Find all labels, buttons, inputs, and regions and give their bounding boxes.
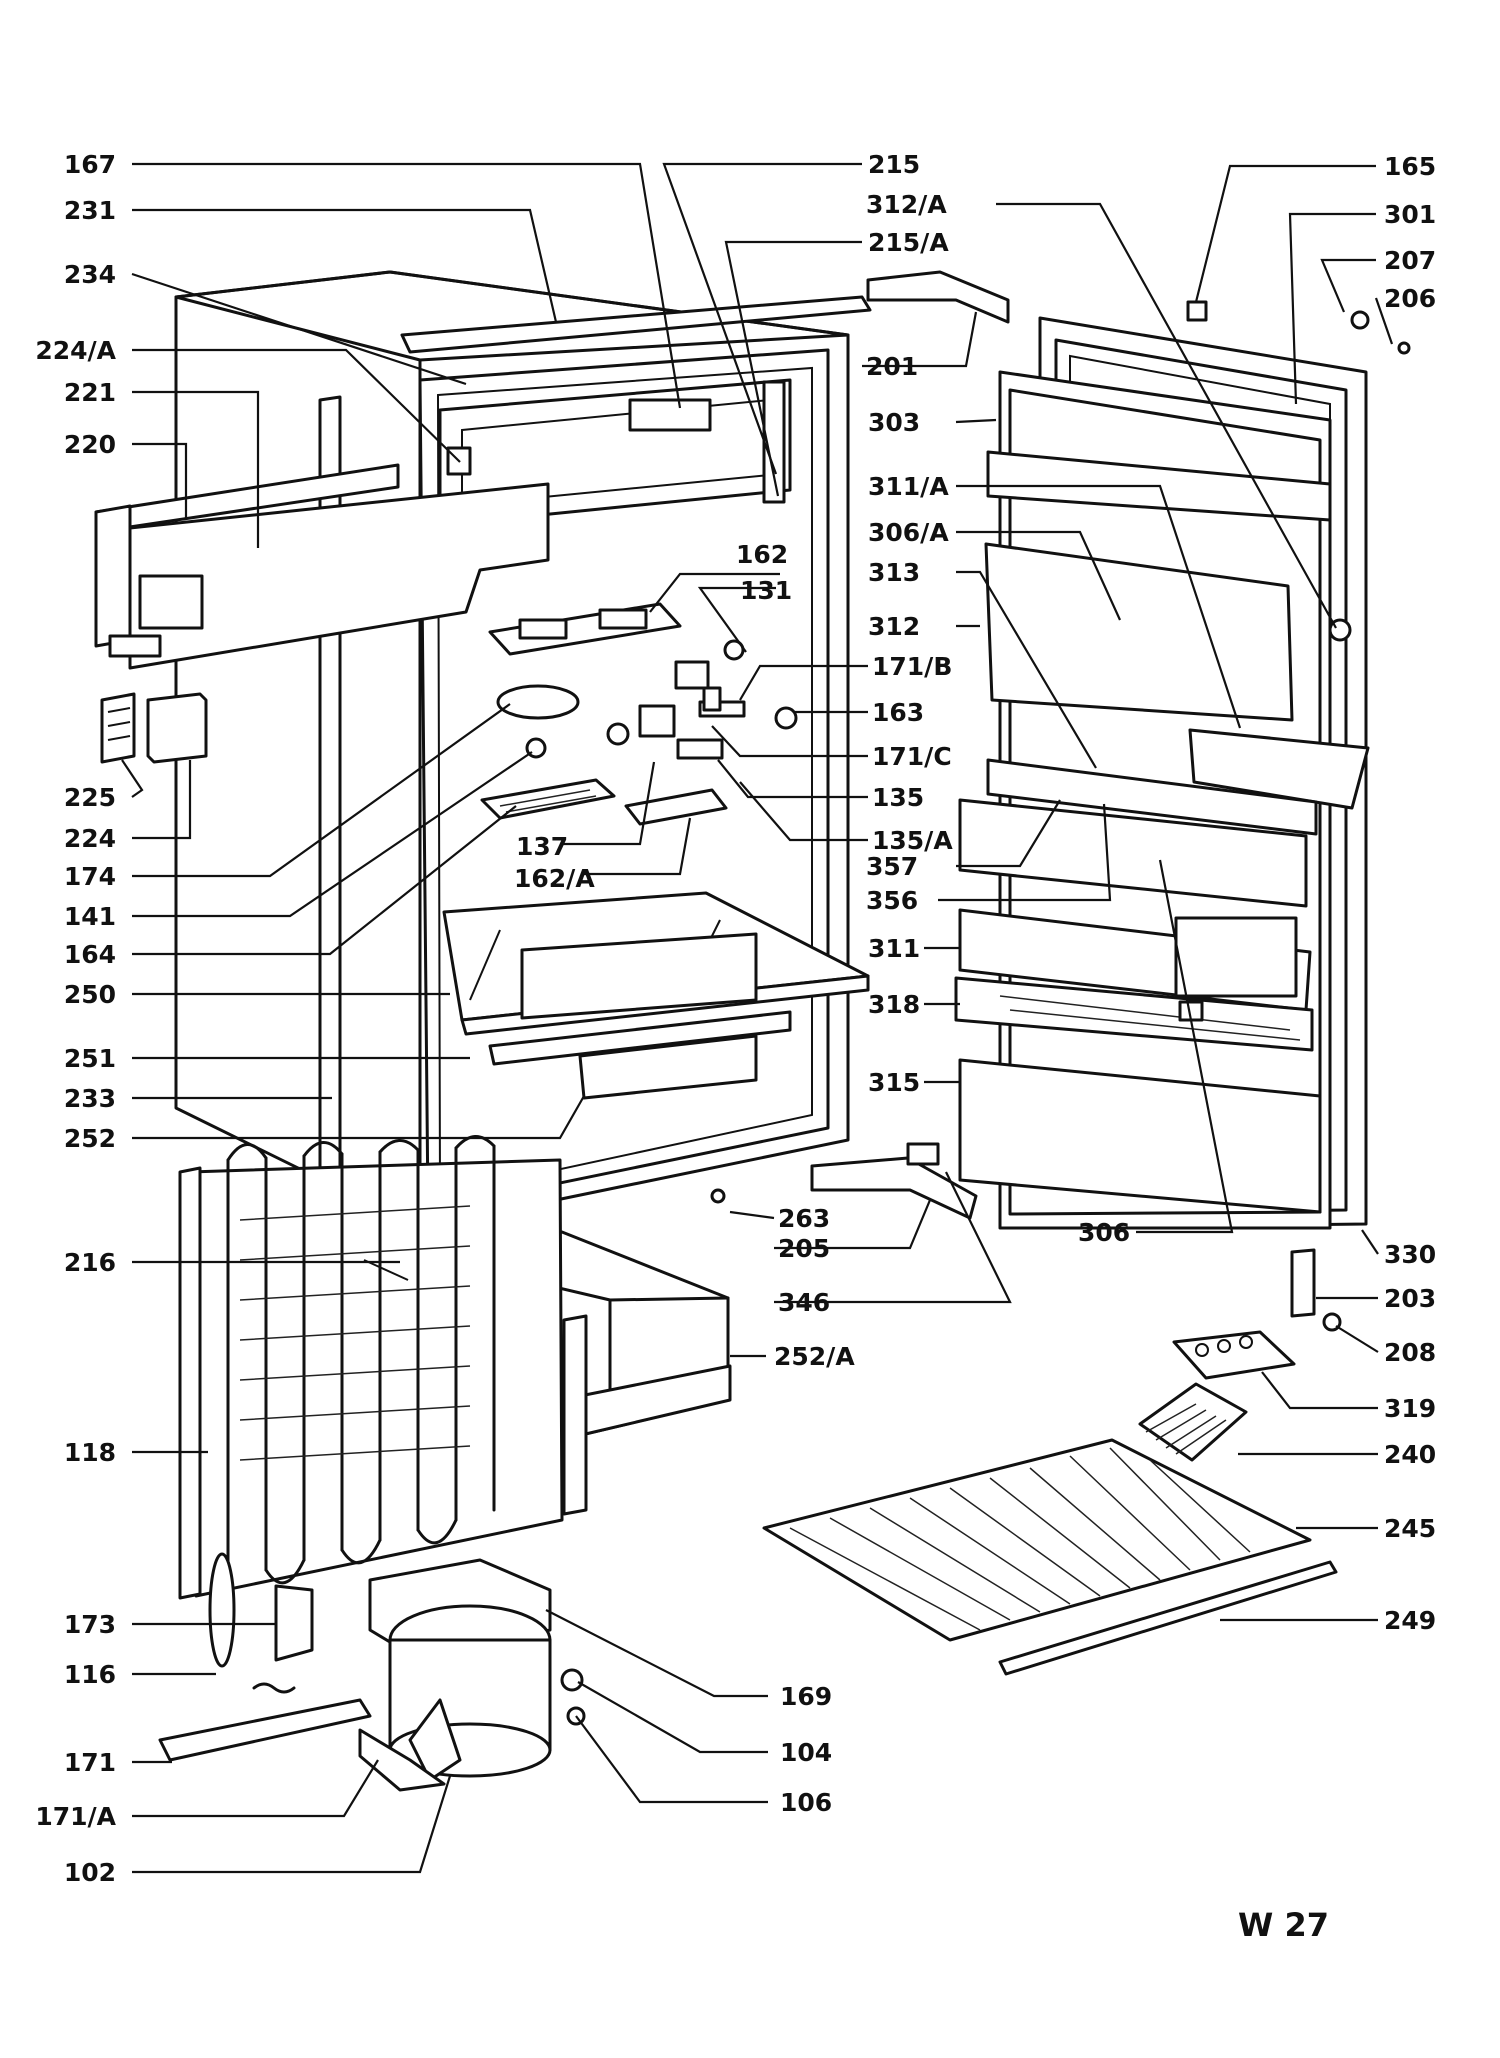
callout-206: 206	[1384, 284, 1436, 313]
callout-116: 116	[64, 1660, 116, 1689]
callout-165: 165	[1384, 152, 1436, 181]
callout-245: 245	[1384, 1514, 1436, 1543]
callout-225: 225	[64, 783, 116, 812]
callout-357: 357	[866, 852, 918, 881]
door-assembly	[954, 316, 1370, 1230]
callout-250: 250	[64, 980, 116, 1009]
callout-169: 169	[780, 1682, 832, 1711]
callout-233: 233	[64, 1084, 116, 1113]
callout-135: 135	[872, 783, 924, 812]
callout-174: 174	[64, 862, 116, 891]
callout-224-a: 224/A	[35, 336, 116, 365]
callout-216: 216	[64, 1248, 116, 1277]
callout-356: 356	[866, 886, 918, 915]
leader-lines	[121, 162, 1394, 1874]
diagram-code-label: W 27	[1238, 1906, 1329, 1944]
callout-131: 131	[740, 576, 792, 605]
cabinet-body	[174, 270, 872, 1254]
callout-162-a: 162/A	[514, 864, 595, 893]
callout-240: 240	[1384, 1440, 1436, 1469]
lamp-thermostat-assembly	[480, 602, 798, 826]
callout-215: 215	[868, 150, 920, 179]
compressor	[158, 1552, 586, 1792]
callout-312: 312	[868, 612, 920, 641]
callout-173: 173	[64, 1610, 116, 1639]
callout-318: 318	[868, 990, 920, 1019]
front-cover-panel	[94, 463, 550, 670]
callout-224: 224	[64, 824, 116, 853]
callout-319: 319	[1384, 1394, 1436, 1423]
callout-118: 118	[64, 1438, 116, 1467]
callout-231: 231	[64, 196, 116, 225]
callout-346: 346	[778, 1288, 830, 1317]
callout-141: 141	[64, 902, 116, 931]
callout-171-b: 171/B	[872, 652, 952, 681]
callout-102: 102	[64, 1858, 116, 1887]
callout-252-a: 252/A	[774, 1342, 855, 1371]
callout-208: 208	[1384, 1338, 1436, 1367]
callout-313: 313	[868, 558, 920, 587]
condenser-coil	[178, 1135, 588, 1600]
callout-labels-left: 167 231 234 224/A 221 220 225 224 174 141 164 250 25…	[35, 150, 116, 1887]
glass-shelf-crisper	[442, 891, 870, 1100]
callout-labels-right: 165 312/A 301 206 207 303 311/A 306/A 313 312 357 3…	[866, 152, 1436, 1635]
callout-171-a: 171/A	[35, 1802, 116, 1831]
callout-249: 249	[1384, 1606, 1436, 1635]
callout-162: 162	[736, 540, 788, 569]
callout-167: 167	[64, 150, 116, 179]
callout-221: 221	[64, 378, 116, 407]
callout-251: 251	[64, 1044, 116, 1073]
callout-306-a: 306/A	[868, 518, 949, 547]
callout-301: 301	[1384, 200, 1436, 229]
callout-311-a: 311/A	[868, 472, 949, 501]
callout-203: 203	[1384, 1284, 1436, 1313]
callout-315: 315	[868, 1068, 920, 1097]
callout-201: 201	[866, 352, 918, 381]
callout-330: 330	[1384, 1240, 1436, 1269]
callout-252: 252	[64, 1124, 116, 1153]
callout-205: 205	[778, 1234, 830, 1263]
callout-207: 207	[1384, 246, 1436, 275]
callout-263: 263	[778, 1204, 830, 1233]
callout-312-a: 312/A	[866, 190, 947, 219]
callout-220: 220	[64, 430, 116, 459]
callout-234: 234	[64, 260, 116, 289]
callout-306: 306	[1078, 1218, 1130, 1247]
callout-303: 303	[868, 408, 920, 437]
callout-171-c: 171/C	[872, 742, 952, 771]
trays-and-wire-shelf	[762, 1330, 1338, 1676]
callout-311: 311	[868, 934, 920, 963]
callout-104: 104	[780, 1738, 832, 1767]
callout-137: 137	[516, 832, 568, 861]
callout-215-a: 215/A	[868, 228, 949, 257]
callout-171: 171	[64, 1748, 116, 1777]
callout-163: 163	[872, 698, 924, 727]
hinge-parts	[710, 270, 1411, 1332]
callout-135-a: 135/A	[872, 826, 953, 855]
small-parts-224-225	[100, 692, 208, 764]
callout-106: 106	[780, 1788, 832, 1817]
callout-labels-center: 215 215/A 201 162 131 171/B 163 171/C 135 135/A 13…	[514, 150, 953, 1817]
callout-164: 164	[64, 940, 116, 969]
